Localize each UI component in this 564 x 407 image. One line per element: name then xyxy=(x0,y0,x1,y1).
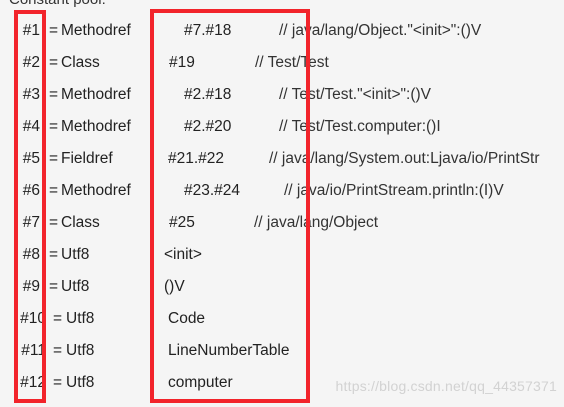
entry-comment: // java/io/PrintStream.println:(I)V xyxy=(284,182,504,199)
entry-comment: // Test/Test."<init>":()V xyxy=(279,86,431,103)
entry-type: Methodref xyxy=(61,182,131,199)
entry-value: #25 xyxy=(169,214,195,231)
entry-equals: = xyxy=(49,118,59,135)
entry-equals: = xyxy=(49,214,59,231)
entry-type: Utf8 xyxy=(61,278,90,295)
entry-index: #5 xyxy=(22,150,40,167)
entry-equals: = xyxy=(49,86,59,103)
highlight-box-index-column xyxy=(14,10,46,403)
entry-index: #6 xyxy=(22,182,40,199)
entry-index: #1 xyxy=(22,22,40,39)
entry-type: Methodref xyxy=(61,22,131,39)
entry-type: Fieldref xyxy=(61,150,113,167)
constant-pool-entry: #5 =Fieldref #21.#22 // java/lang/System.ou… xyxy=(0,146,564,172)
entry-type: Utf8 xyxy=(61,246,90,263)
entry-value: LineNumberTable xyxy=(168,342,290,359)
entry-value: #2.#20 xyxy=(184,118,232,135)
entry-value: <init> xyxy=(164,246,202,263)
entry-type: Methodref xyxy=(61,118,131,135)
entry-index: #12 xyxy=(20,374,46,391)
entry-comment: // Test/Test.computer:()I xyxy=(279,118,441,135)
entry-type: Utf8 xyxy=(66,310,95,327)
constant-pool-entry: #2 =Class #19 // Test/Test xyxy=(0,50,564,76)
entry-value: computer xyxy=(168,374,233,391)
entry-comment: // java/lang/Object."<init>":()V xyxy=(279,22,482,39)
entry-equals: = xyxy=(49,54,59,71)
entry-index: #3 xyxy=(22,86,40,103)
constant-pool-entry: #4 =Methodref #2.#20 // Test/Test.computer:… xyxy=(0,114,564,140)
constant-pool-entry: #1 =Methodref #7.#18 // java/lang/Object."<… xyxy=(0,18,564,44)
entry-index: #4 xyxy=(22,118,40,135)
constant-pool-entry: #12 =Utf8 computer xyxy=(0,370,564,396)
entry-value: Code xyxy=(168,310,206,327)
entry-type: Utf8 xyxy=(66,374,95,391)
entry-index: #11 xyxy=(21,342,46,359)
entry-value: #19 xyxy=(169,54,195,71)
entry-equals: = xyxy=(53,342,63,359)
constant-pool-entry: #3 =Methodref #2.#18 // Test/Test."<init>":… xyxy=(0,82,564,108)
entry-type: Utf8 xyxy=(66,342,95,359)
entry-equals: = xyxy=(49,246,59,263)
constant-pool-heading: Constant pool: xyxy=(9,0,106,8)
constant-pool-entry: #9 =Utf8 ()V xyxy=(0,274,564,300)
entry-index: #2 xyxy=(22,54,40,71)
entry-value: ()V xyxy=(164,278,185,295)
entry-index: #7 xyxy=(22,214,40,231)
entry-value: #23.#24 xyxy=(184,182,241,199)
entry-type: Class xyxy=(61,54,100,71)
entry-value: #2.#18 xyxy=(184,86,232,103)
highlight-box-value-column xyxy=(150,9,310,403)
entry-equals: = xyxy=(53,374,63,391)
entry-equals: = xyxy=(49,182,59,199)
constant-pool-entry: #7 =Class #25 // java/lang/Object xyxy=(0,210,564,236)
entry-equals: = xyxy=(49,22,59,39)
entry-equals: = xyxy=(53,310,63,327)
entry-value: #21.#22 xyxy=(168,150,225,167)
watermark: https://blog.csdn.net/qq_44357371 xyxy=(335,378,557,394)
entry-value: #7.#18 xyxy=(184,22,232,39)
constant-pool-entry: #11 =Utf8 LineNumberTable xyxy=(0,338,564,364)
entry-comment: // java/lang/System.out:Ljava/io/PrintSt… xyxy=(269,150,540,167)
entry-type: Class xyxy=(61,214,100,231)
entry-index: #8 xyxy=(22,246,40,263)
entry-type: Methodref xyxy=(61,86,131,103)
entry-equals: = xyxy=(49,150,59,167)
entry-index: #9 xyxy=(22,278,40,295)
constant-pool-entry: #8 =Utf8 <init> xyxy=(0,242,564,268)
constant-pool-entry: #10 =Utf8 Code xyxy=(0,306,564,332)
entry-equals: = xyxy=(49,278,59,295)
entry-comment: // java/lang/Object xyxy=(254,214,379,231)
entry-index: #10 xyxy=(20,310,46,327)
constant-pool-entry: #6 =Methodref #23.#24 // java/io/PrintStrea… xyxy=(0,178,564,204)
entry-comment: // Test/Test xyxy=(255,54,329,71)
